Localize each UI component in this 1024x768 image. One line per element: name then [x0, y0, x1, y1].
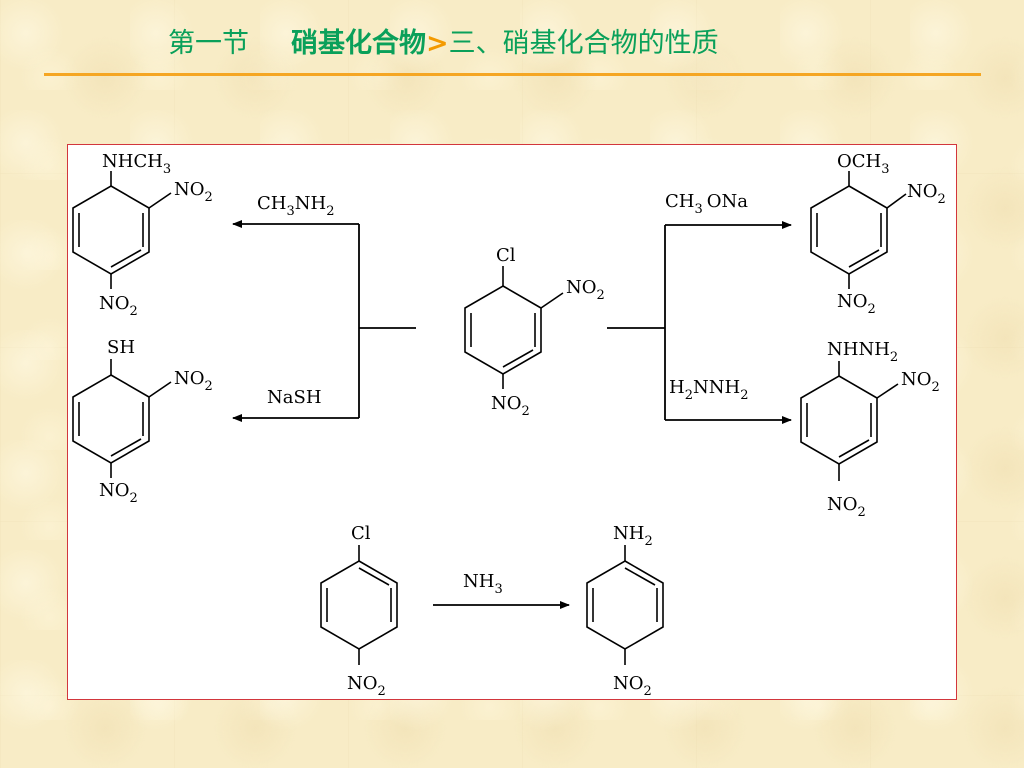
formula-text: NO	[99, 480, 130, 501]
formula-text: NO	[99, 293, 130, 314]
formula-text: 3	[163, 162, 171, 177]
formula-text: CH	[257, 193, 286, 214]
topic-label: 硝基化合物	[291, 28, 426, 59]
formula-text: NO	[347, 673, 378, 694]
formula-text: NO	[566, 277, 597, 298]
formula-text: 2	[326, 204, 334, 219]
reagent-ammonia: NH3	[463, 571, 503, 597]
formula-text: 2	[378, 684, 386, 699]
product-methylamino	[72, 171, 172, 289]
reagent-hydrazine: H2NNH2	[669, 377, 748, 403]
p3-top-group: OCH3	[837, 151, 890, 177]
formula-text: CH	[665, 191, 694, 212]
formula-text: 2	[597, 288, 605, 303]
p2-para-no2: NO2	[99, 480, 138, 506]
formula-text: NO	[491, 393, 522, 414]
formula-text: NO	[174, 368, 205, 389]
bottom-reactant	[320, 545, 398, 665]
center-para-no2: NO2	[491, 393, 530, 419]
formula-text: NH	[463, 571, 494, 592]
bottom-reactant-no2: NO2	[347, 673, 386, 699]
formula-text: 2	[868, 302, 876, 317]
reagent-methoxide: CH3 ONa	[665, 191, 748, 217]
formula-text: NO	[837, 291, 868, 312]
p2-ortho-no2: NO2	[174, 368, 213, 394]
formula-text: 2	[932, 380, 940, 395]
bottom-product-nh2: NH2	[613, 523, 653, 549]
bottom-reactant-cl: Cl	[351, 523, 371, 544]
center-ortho-no2: NO2	[566, 277, 605, 303]
formula-text: 2	[205, 190, 213, 205]
formula-text: 2	[205, 379, 213, 394]
product-hydrazino	[800, 361, 899, 481]
slide-title: 第一节 硝基化合物>三、硝基化合物的性质	[168, 24, 719, 64]
formula-text: NH	[295, 193, 326, 214]
product-methoxy	[810, 171, 907, 289]
center-cl-label: Cl	[496, 245, 516, 266]
formula-text: NH	[613, 523, 644, 544]
p1-ortho-no2: NO2	[174, 179, 213, 205]
formula-text: NHNH	[827, 339, 890, 360]
formula-text: 2	[858, 505, 866, 520]
p1-top-group: NHCH3	[102, 151, 171, 177]
formula-text: 3	[694, 202, 702, 217]
formula-text: NO	[174, 179, 205, 200]
p3-para-no2: NO2	[837, 291, 876, 317]
formula-text: NO	[901, 369, 932, 390]
formula-text: 2	[740, 388, 748, 403]
formula-text: 2	[890, 350, 898, 365]
bottom-product-no2: NO2	[613, 673, 652, 699]
formula-text: NNH	[693, 377, 740, 398]
p3-ortho-no2: NO2	[907, 181, 946, 207]
formula-text: 2	[938, 192, 946, 207]
formula-text: 3	[286, 204, 294, 219]
formula-text: ONa	[707, 191, 749, 212]
section-label: 第一节	[168, 28, 249, 59]
formula-text: 2	[685, 388, 693, 403]
p4-top-group: NHNH2	[827, 339, 898, 365]
right-branch-lines	[607, 221, 792, 424]
product-thiol	[72, 359, 172, 478]
formula-text: NO	[907, 181, 938, 202]
formula-text: 2	[130, 491, 138, 506]
formula-text: 3	[494, 582, 502, 597]
p1-para-no2: NO2	[99, 293, 138, 319]
formula-text: 2	[644, 534, 652, 549]
formula-text: 3	[881, 162, 889, 177]
formula-text: H	[669, 377, 685, 398]
left-branch-lines	[232, 220, 416, 422]
breadcrumb-separator: >	[426, 28, 449, 59]
bottom-product	[586, 545, 664, 665]
reagent-nash: NaSH	[267, 387, 322, 408]
formula-text: NO	[613, 673, 644, 694]
formula-text: 2	[130, 304, 138, 319]
center-reactant	[464, 266, 564, 389]
formula-text: 2	[522, 404, 530, 419]
formula-text: NHCH	[102, 151, 163, 172]
p4-ortho-no2: NO2	[901, 369, 940, 395]
formula-text: OCH	[837, 151, 881, 172]
reagent-methylamine: CH3NH2	[257, 193, 335, 219]
formula-text: 2	[644, 684, 652, 699]
p4-para-no2: NO2	[827, 494, 866, 520]
formula-text: NO	[827, 494, 858, 515]
subtitle-label: 三、硝基化合物的性质	[448, 28, 719, 59]
benzene-ring	[464, 285, 542, 375]
p2-top-group: SH	[107, 337, 135, 358]
title-underline	[44, 73, 981, 76]
